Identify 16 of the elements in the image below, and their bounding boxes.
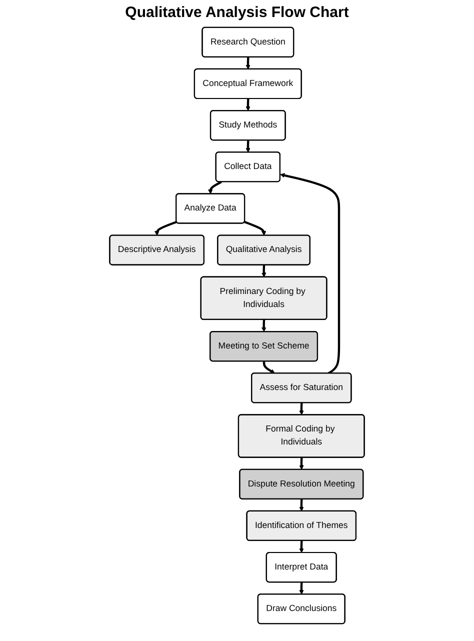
arrow [246,140,250,153]
arrow [299,582,304,595]
arrow [261,320,266,332]
arrow [262,361,276,374]
arrow [208,180,222,194]
arrow [261,264,266,278]
arrow [246,98,250,112]
arrow [299,402,304,416]
arrow [244,220,266,236]
arrow [280,173,340,374]
chart-title: Qualitative Analysis Flow Chart [124,4,350,21]
arrow [299,499,304,512]
arrow [299,540,304,553]
arrow [154,220,177,236]
arrow [299,457,304,470]
arrow [246,57,250,70]
